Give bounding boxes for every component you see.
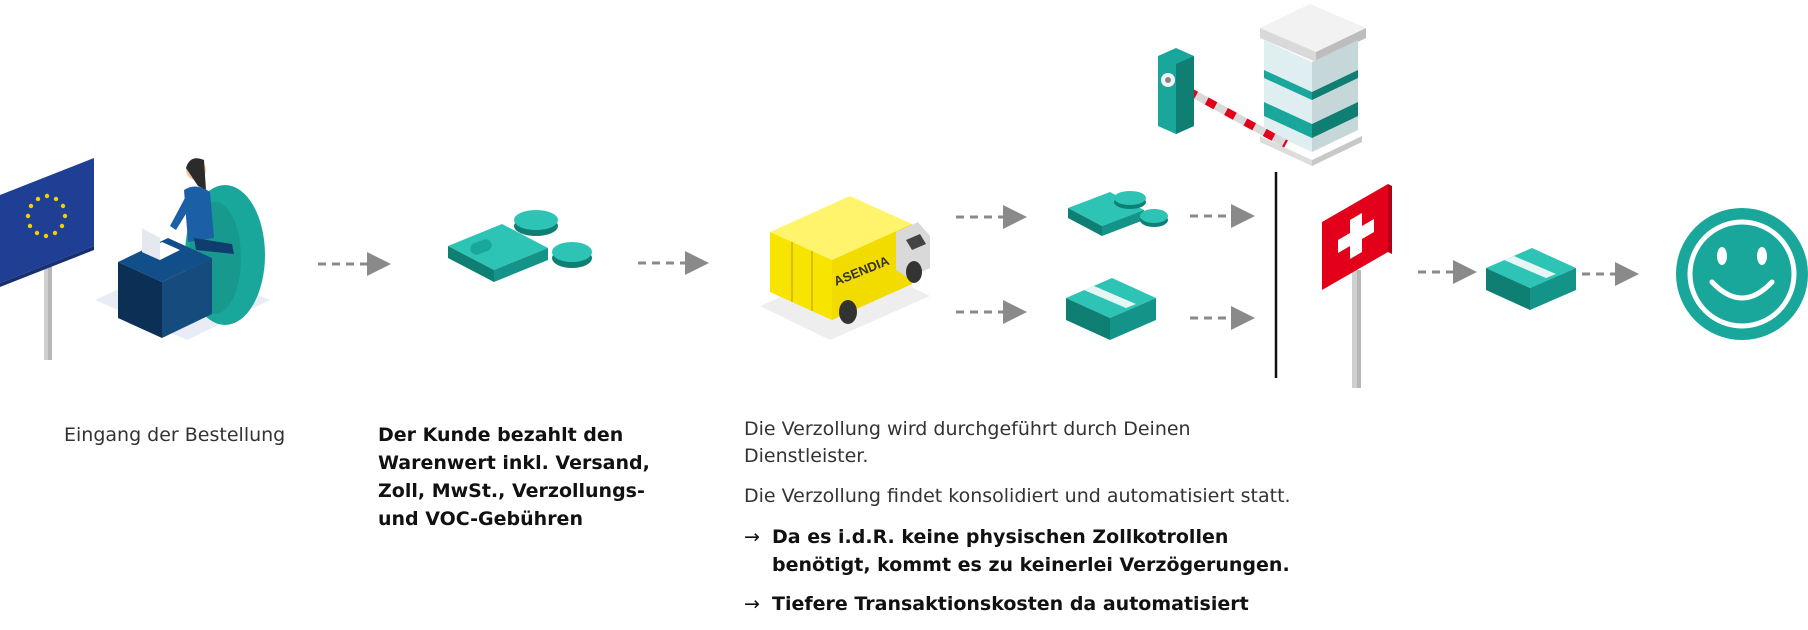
customs-para-1-line: Die Verzollung wird durchgeführt durch D… xyxy=(744,418,1191,440)
order-caption: Eingang der Bestellung xyxy=(64,424,286,446)
customs-bullet-1: → Da es i.d.R. keine physischen Zollkotr… xyxy=(744,523,1364,579)
parcel-icon-lower xyxy=(1066,278,1156,340)
bullet-2-line: Tiefere Transaktionskosten da automatisi… xyxy=(772,593,1249,615)
customs-barrier-icon xyxy=(1158,4,1366,166)
delivery-truck-icon: ASENDIA xyxy=(760,196,930,340)
arrow-right-icon: → xyxy=(744,526,760,548)
payment-line: Der Kunde bezahlt den xyxy=(378,424,624,446)
customs-para-1-line: Dienstleister. xyxy=(744,445,869,467)
swiss-flag-icon xyxy=(1322,184,1392,388)
eu-flag-icon xyxy=(0,158,94,360)
bullet-1-line: benötigt, kommt es zu keinerlei Verzöger… xyxy=(772,554,1290,576)
flow-arrows xyxy=(318,204,1639,330)
arrow-right-icon: → xyxy=(744,593,760,615)
smiley-icon xyxy=(1676,208,1808,340)
money-icon xyxy=(448,210,592,282)
customs-caption: Die Verzollung wird durchgeführt durch D… xyxy=(744,416,1364,618)
payment-caption: Der Kunde bezahlt den Warenwert inkl. Ve… xyxy=(378,421,650,533)
payment-line: Warenwert inkl. Versand, xyxy=(378,452,650,474)
bullet-1-line: Da es i.d.R. keine physischen Zollkotrol… xyxy=(772,526,1229,548)
payment-line: und VOC-Gebühren xyxy=(378,508,583,530)
parcel-icon xyxy=(1486,248,1576,310)
money-icon-upper xyxy=(1068,191,1168,236)
customs-para-2: Die Verzollung findet konsolidiert und a… xyxy=(744,485,1291,507)
customs-bullet-2: → Tiefere Transaktionskosten da automati… xyxy=(744,590,1364,618)
customer-laptop-icon xyxy=(95,158,270,340)
payment-line: Zoll, MwSt., Verzollungs- xyxy=(378,480,645,502)
